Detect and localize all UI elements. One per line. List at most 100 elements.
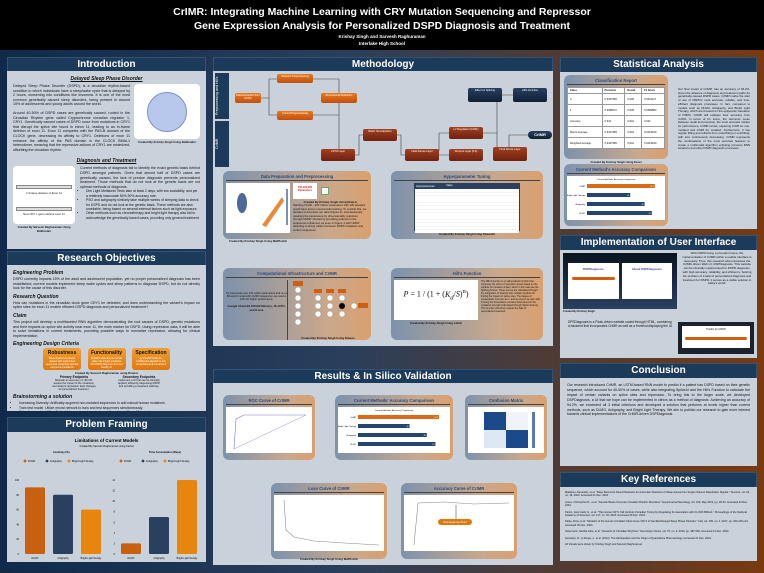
legend-marker (45, 459, 49, 463)
gene-bar (16, 207, 72, 212)
primary-endpoints-heading: Primary Endpoints (59, 375, 89, 380)
data-label: 94.2 (435, 417, 439, 419)
list-item: Dim Light Melatonin Tests take at least … (86, 189, 200, 198)
ui-text-1: With DSPD being a prevalent issue, the i… (682, 251, 752, 286)
figure-caption: Created By Krishay Singh Using Draw.io (301, 336, 355, 340)
col-header: Hyperparameter (416, 185, 435, 188)
school: Interlake High School (358, 41, 405, 46)
data-label: 94.2 (650, 186, 654, 188)
method-comparison-title: Current Method's Accuracy Comparison (567, 167, 665, 174)
legend-marker (119, 459, 123, 463)
data-label: 60 (407, 426, 409, 428)
fig-label-new-gene: New CRY 1 gene without exon 11 (23, 212, 65, 217)
claim-heading: Claim (13, 312, 27, 319)
panel-title: Accuracy (%) (53, 450, 70, 454)
legend-marker (67, 459, 71, 463)
chart-subtitle: Created By Sarvesh Raghuraman using Canv… (79, 444, 134, 448)
engineering-problem-heading: Engineering Problem (13, 270, 64, 276)
chart-title: Limitations of Current Models (75, 438, 139, 443)
research-question-heading: Research Question (13, 293, 59, 300)
y-tick-label: Actigraphy (576, 203, 585, 206)
flow-final-dense-layer: Final Dense Layer (493, 147, 527, 161)
intro-panel: Delayed Sleep Phase Disorder Delayed Sle… (7, 71, 206, 249)
y-tick-label: 2 (114, 542, 116, 545)
y-tick-label: 0 (114, 553, 116, 556)
confusion-matrix-title: Confusion Matrix (468, 398, 544, 405)
flow-lstm-layer: LSTM Layer (321, 149, 355, 161)
diagnosis-methods-list: Dim Light Melatonin Tests take at least … (80, 189, 200, 220)
table-cell: 0.9427989 (601, 126, 626, 138)
bar (587, 193, 631, 197)
bar (358, 442, 436, 446)
reference-item: All Visuals were drawn by Krishay Singh … (565, 543, 643, 547)
gene-bar (16, 185, 72, 190)
list-item: Increasing Diversity: Artificially augme… (19, 401, 200, 405)
accuracy-comparison-chart: Current Methods' Accuracy ComparisonCrIM… (338, 407, 450, 453)
figure-caption: Created By Krishay Singh Using Excel (590, 160, 642, 164)
compute-card: Computational Infrastructure and CrIMR T… (223, 268, 371, 340)
criteria-desc: Model trained on diverse dataset with au… (45, 357, 79, 370)
table-cell: 0.9389883 (641, 104, 665, 116)
col-header: Value (446, 184, 453, 187)
bar (177, 480, 197, 554)
reference-item: Parico, Gian Carlo G., et al. "The Human… (565, 510, 747, 518)
results-panel: ROC Curve of CrIMR Current Methods' Accu… (213, 383, 553, 565)
bar (587, 202, 645, 206)
hills-equation: P = 1 / (1 + (Kd/S)n) (394, 280, 478, 320)
bar (53, 494, 73, 554)
hills-function-title: Hill's Function (394, 271, 540, 278)
legend-label: Bright Light therapy (168, 460, 190, 463)
compute-text: To preprocess over 100 million parameter… (226, 292, 287, 301)
problem-framing-header: Problem Framing (7, 417, 206, 433)
y-tick-label: 80 (16, 494, 19, 497)
x-tick-label: DLMO (128, 557, 135, 560)
intro-subheading-diagnosis: Diagnosis and Treatment (76, 158, 137, 165)
website-screenshot: DSPDiagnosis About DSPDiagnosis (563, 253, 677, 309)
flow-initial-dense-layer: Initial Dense Layer (405, 149, 439, 161)
screenshot-predict: Predict for DSPD (682, 326, 750, 348)
table-cell: 0.942 (641, 115, 665, 127)
criteria-name: Functionality (90, 350, 123, 357)
bar (358, 433, 427, 437)
screenshot-title: About DSPDiagnosis (631, 267, 662, 271)
hyperparameter-title: Hyperparameter Tuning (394, 174, 540, 181)
y-tick-label: 4 (114, 532, 116, 535)
loss-curve-plot (274, 495, 384, 551)
data-prep-title: Data Preparation and Preprocessing (226, 174, 368, 181)
references-header: Key References (560, 472, 757, 488)
accuracy-curve-card: Accuracy Curve of CrIMR Convergence Poin… (401, 483, 517, 559)
figure-caption: Created By Krishay Singh Using BioRender (138, 140, 196, 144)
accuracy-comparison-card: Current Methods' Accuracy Comparison Cur… (335, 395, 453, 460)
figure-caption: Created By Krishay Singh Using Streamlit (439, 232, 495, 236)
table-cell: 1 (567, 104, 603, 116)
figure-caption: Created By Krishay Singh Using MatPlotLi… (229, 239, 287, 243)
legend-label: Bright Light therapy (72, 460, 94, 463)
secondary-endpoints-heading: Secondary Endpoints (122, 375, 156, 380)
figure-caption: Created By Krishay Singh Using LaTeX (410, 321, 462, 325)
roc-title: ROC Curve of CrIMR (226, 398, 312, 405)
convergence-point-label: Convergence Point (438, 519, 472, 525)
brainstorm-list: Increasing Diversity: Artificially augme… (13, 401, 200, 411)
y-tick-label: 0 (18, 553, 20, 556)
screenshot-title: DSPDiagnosis (582, 267, 604, 271)
figure-caption: Created By Sarvesh Raghuraman Using BioR… (17, 225, 71, 234)
table-cell: 0.942 (601, 115, 626, 127)
methodology-panel: Preprocessing and Hill's CrIMR Data Extr… (213, 71, 553, 346)
legend-marker (141, 459, 145, 463)
neural-network-diagram (293, 281, 368, 326)
table-cell: 0.938 (624, 104, 643, 116)
bar (25, 487, 45, 554)
reference-item: Malafeev, Alexander, et al. "Deep Recurr… (565, 491, 750, 498)
reference-item: Gesztelyi, R., & Zsuga, J., et al. (2012… (565, 536, 712, 540)
table-cell: Weighted Average (567, 137, 603, 149)
loss-curve-card: Loss Curve of CrIMR Created By Krishay S… (271, 483, 387, 561)
ui-text-2: DPSDiagnosis is a Flask-driven website c… (568, 320, 673, 329)
compute-title: Computational Infrastructure and CrIMR (226, 271, 368, 278)
